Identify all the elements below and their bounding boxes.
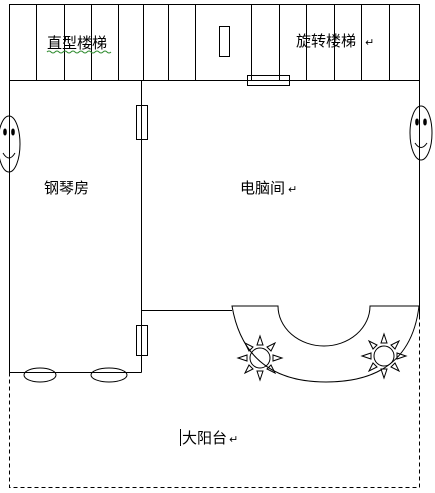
paragraph-mark: ↵	[288, 183, 297, 196]
smiley-face-icon	[409, 105, 433, 161]
paragraph-mark: ↵	[365, 36, 374, 49]
spiral-stairs-label: 旋转楼梯	[296, 32, 356, 50]
partition-wall	[9, 80, 232, 373]
sun-icon	[236, 334, 284, 382]
ellipse-light-icon	[23, 367, 57, 383]
curved-desk	[231, 305, 420, 383]
piano-room-label: 钢琴房	[44, 179, 89, 197]
outer-walls	[9, 80, 420, 373]
balcony-label: 大阳台	[182, 429, 227, 447]
door-icon	[136, 325, 148, 356]
door-icon	[247, 75, 290, 86]
spellcheck-underline	[46, 50, 112, 54]
balcony-outline	[9, 318, 420, 488]
door-icon	[219, 26, 230, 57]
sun-icon	[360, 332, 408, 380]
stairs-strip	[9, 4, 420, 81]
ellipse-light-icon	[90, 367, 128, 383]
paragraph-mark: ↵	[229, 433, 238, 446]
computer-room-label: 电脑间	[240, 179, 285, 197]
straight-stairs-label: 直型楼梯	[47, 34, 107, 52]
stair-treads	[36, 4, 390, 81]
door-icon	[136, 105, 148, 140]
smiley-face-icon	[0, 115, 21, 173]
